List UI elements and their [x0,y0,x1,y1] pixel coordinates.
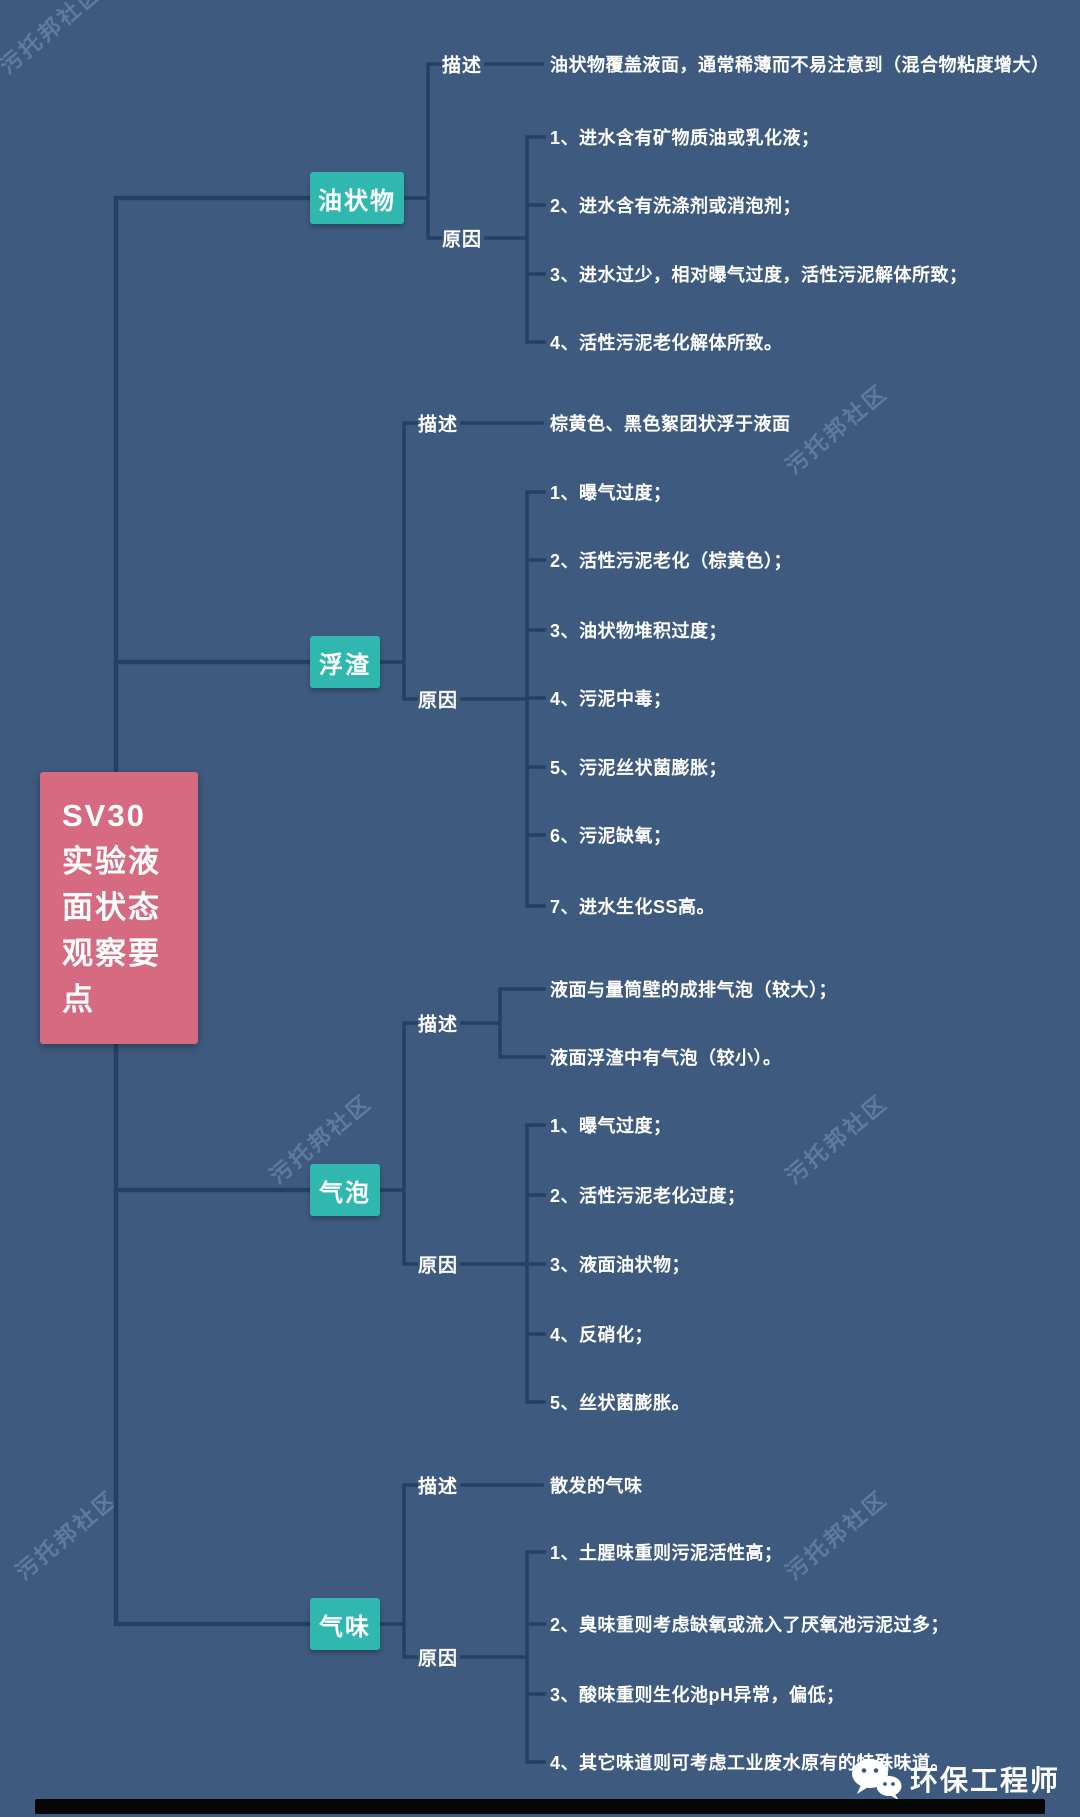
cause-item: 7、进水生化SS高。 [550,897,716,917]
wechat-icon [852,1759,902,1801]
scum-branch-lines [378,421,546,908]
brand-name: 环保工程师 [910,1765,1061,1796]
cause-label: 原因 [418,1255,459,1277]
oil-branch-lines [402,62,546,344]
cause-item: 2、进水含有洗涤剂或消泡剂； [550,196,802,216]
root-line: 面状态 [62,890,161,925]
root-line: 观察要 [62,936,161,971]
footer-brand: 环保工程师 [850,1757,1060,1801]
cause-item: 3、酸味重则生化池pH异常，偏低； [550,1685,845,1705]
cause-item: 4、反硝化； [550,1325,654,1345]
cause-item: 4、污泥中毒； [550,689,672,709]
cause-item: 4、其它味道则可考虑工业废水原有的特殊味道。 [550,1753,950,1773]
cause-item: 5、丝状菌膨胀。 [550,1393,691,1413]
root-line: 点 [62,982,95,1017]
cause-item: 1、曝气过度； [550,1116,672,1136]
root-line: SV30 [62,798,146,833]
cause-item: 4、活性污泥老化解体所致。 [550,333,783,353]
cause-item: 5、污泥丝状菌膨胀； [550,758,728,778]
branch-node-bubble: 气泡 [310,1164,380,1216]
cause-label: 原因 [418,690,459,712]
cause-item: 2、活性污泥老化过度； [550,1186,746,1206]
desc-item: 油状物覆盖液面，通常稀薄而不易注意到（混合物粘度增大） [550,55,1050,75]
desc-item: 棕黄色、黑色絮团状浮于液面 [550,414,791,434]
cause-item: 2、臭味重则考虑缺氧或流入了厌氧池污泥过多； [550,1615,950,1635]
cause-label: 原因 [418,1648,459,1670]
odor-branch-lines [378,1483,546,1764]
branch-node-scum: 浮渣 [310,636,380,688]
desc-item: 液面浮渣中有气泡（较小）。 [550,1048,782,1068]
cause-item: 3、进水过少，相对曝气过度，活性污泥解体所致； [550,265,968,285]
root-line: 实验液 [62,844,161,879]
branch-node-oil: 油状物 [310,172,404,224]
desc-label: 描述 [418,414,459,436]
desc-label: 描述 [418,1476,459,1498]
desc-item: 液面与量筒壁的成排气泡（较大）； [550,980,837,1000]
cause-label: 原因 [442,229,483,251]
cause-item: 1、进水含有矿物质油或乳化液； [550,128,820,148]
cause-item: 1、土腥味重则污泥活性高； [550,1543,783,1563]
branch-node-odor: 气味 [310,1598,380,1650]
cause-item: 1、曝气过度； [550,483,672,503]
bottom-bar [35,1799,1045,1814]
desc-item: 散发的气味 [550,1476,643,1496]
desc-label: 描述 [418,1014,459,1036]
cause-item: 3、液面油状物； [550,1255,691,1275]
bubble-branch-lines [378,987,546,1404]
cause-item: 6、污泥缺氧； [550,826,672,846]
cause-item: 3、油状物堆积过度； [550,621,728,641]
desc-label: 描述 [442,55,483,77]
cause-item: 2、活性污泥老化（棕黄色）； [550,551,793,571]
root-node: SV30 实验液 面状态 观察要 点 [40,772,198,1044]
